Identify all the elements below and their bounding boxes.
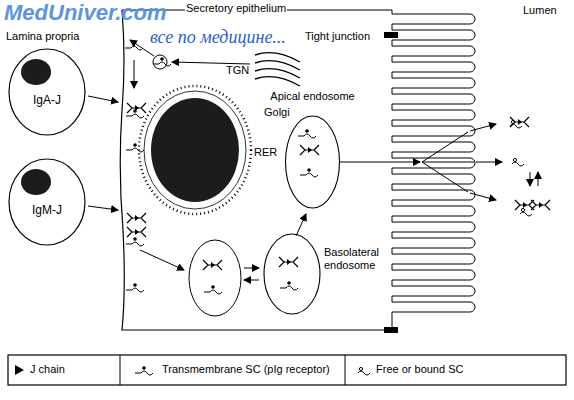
watermark: все по медицине... — [150, 27, 286, 48]
plasma-cell: IgA-J — [8, 48, 86, 136]
plasma-cell: IgM-J — [8, 158, 86, 246]
cell-outline — [9, 159, 85, 245]
organelle-label: TGN — [226, 64, 249, 77]
region-label: Lamina propria — [6, 30, 79, 43]
region-label: Lumen — [522, 4, 558, 17]
cell-nucleus — [21, 169, 51, 195]
node-outline — [8, 158, 86, 246]
legend-text: J chain — [30, 363, 65, 376]
watermark: MedUniver.com — [4, 0, 167, 25]
node-label: IgM-J — [8, 204, 86, 218]
legend-text: Transmembrane SC (pIg receptor) — [162, 363, 330, 376]
structure-label: Tight junction — [305, 30, 370, 43]
node-outline — [262, 232, 384, 317]
organelle-label: RER — [254, 146, 277, 159]
node-label: IgA-J — [8, 94, 86, 108]
endosome-outline — [286, 116, 340, 208]
node-outline — [8, 48, 86, 136]
node-label: Basolateral endosome — [324, 246, 384, 271]
organelle-label: Golgi — [264, 106, 290, 119]
cell-outline — [9, 49, 85, 135]
receptor-symbol — [280, 281, 298, 290]
legend-text: Free or bound SC — [376, 363, 463, 376]
basolateral-endosome: Basolateral endosome — [262, 232, 384, 317]
iga-complex — [279, 257, 298, 267]
cell-nucleus — [21, 59, 51, 85]
endosome-outline — [264, 234, 320, 314]
region-label: Secretory epithelium — [185, 2, 287, 15]
node-label: Apical endosome — [263, 90, 362, 103]
